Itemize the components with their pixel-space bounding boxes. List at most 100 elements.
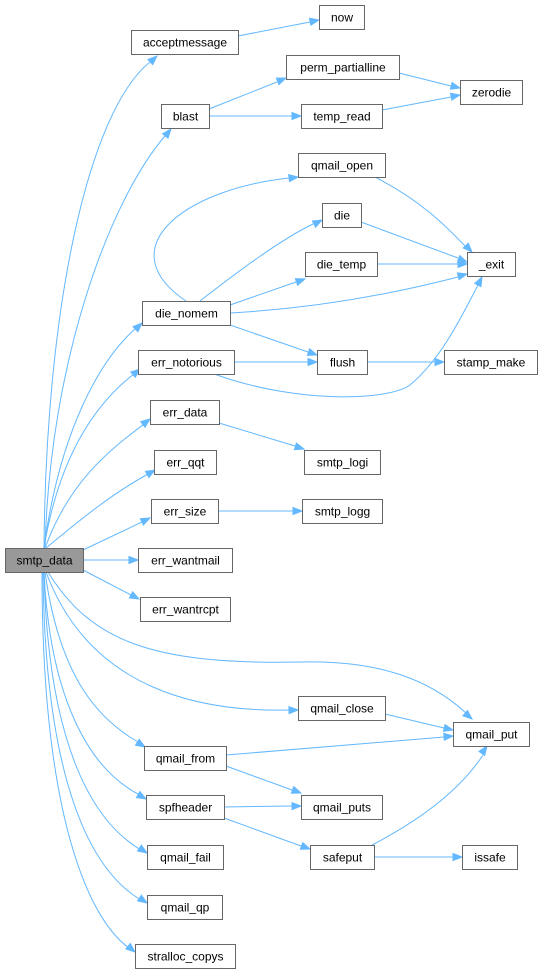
edge-line: [82, 569, 132, 596]
node-label: die_nomem: [155, 307, 218, 321]
node-box: [322, 203, 362, 228]
edge-die_nomem-to-die: [199, 219, 324, 302]
edge-die_nomem-to-flush: [229, 324, 319, 356]
node-err-data[interactable]: err_data: [150, 400, 220, 425]
node-label: die: [334, 209, 350, 223]
edge-arrowhead: [442, 723, 455, 732]
node-now[interactable]: now: [319, 5, 365, 30]
node-err-qqt[interactable]: err_qqt: [154, 450, 217, 475]
edge-qmail_from-to-qmail_puts: [225, 765, 303, 794]
node-label: err_notorious: [151, 356, 222, 370]
node-label: issafe: [474, 851, 506, 865]
node-label: err_wantrcpt: [152, 603, 219, 617]
node-die[interactable]: die: [322, 203, 362, 228]
edge-qmail_from-to-qmail_put: [225, 732, 455, 756]
edge-arrowhead: [473, 275, 483, 288]
node-box: [147, 895, 223, 920]
edge-line: [381, 96, 452, 111]
edge-line: [384, 713, 445, 729]
edge-line: [43, 571, 142, 851]
edge-line: [237, 21, 311, 37]
node-label: spfheader: [159, 801, 212, 815]
node-exit[interactable]: _exit: [467, 252, 516, 277]
node-box: [161, 104, 210, 129]
node-box: [140, 597, 231, 622]
node-issafe[interactable]: issafe: [462, 845, 518, 870]
node-blast[interactable]: blast: [161, 104, 210, 129]
edge-line: [153, 177, 290, 302]
edge-smtp_data-to-err_wantrcpt: [82, 569, 141, 600]
node-qmail-open[interactable]: qmail_open: [298, 153, 386, 178]
node-box: [142, 301, 231, 326]
node-box: [462, 845, 518, 870]
edge-line: [44, 423, 145, 549]
node-qmail-from[interactable]: qmail_from: [144, 746, 227, 771]
node-box: [310, 845, 375, 870]
node-safeput[interactable]: safeput: [310, 845, 375, 870]
node-flush[interactable]: flush: [317, 350, 368, 375]
node-box: [154, 450, 217, 475]
edge-line: [218, 422, 296, 447]
edge-line: [43, 373, 135, 549]
node-perm-partialline[interactable]: perm_partialline: [286, 55, 400, 80]
node-err-wantrcpt[interactable]: err_wantrcpt: [140, 597, 231, 622]
edge-line: [45, 571, 290, 711]
node-label: smtp_logg: [315, 505, 370, 519]
node-stralloc-copys[interactable]: stralloc_copys: [135, 944, 236, 969]
edge-err_notorious-to-_exit: [213, 275, 483, 398]
edge-arrowhead: [434, 357, 446, 367]
node-smtp-logi[interactable]: smtp_logi: [304, 450, 381, 475]
node-spfheader[interactable]: spfheader: [146, 795, 225, 820]
node-qmail-fail[interactable]: qmail_fail: [147, 845, 224, 870]
node-box: [138, 350, 235, 375]
edge-arrowhead: [293, 442, 306, 451]
edge-line: [360, 221, 459, 259]
node-label: err_data: [163, 406, 208, 420]
edge-smtp_data-to-acceptmessage: [43, 55, 159, 549]
node-label: temp_read: [313, 110, 370, 124]
node-qmail-put[interactable]: qmail_put: [453, 722, 530, 747]
edge-arrowhead: [452, 852, 464, 862]
node-qmail-puts[interactable]: qmail_puts: [301, 795, 383, 820]
node-box: [467, 252, 516, 277]
node-acceptmessage[interactable]: acceptmessage: [131, 30, 239, 55]
edge-arrowhead: [128, 590, 141, 600]
node-stamp-make[interactable]: stamp_make: [444, 350, 538, 375]
edge-die_nomem-to-die_temp: [229, 278, 307, 306]
edge-line: [371, 754, 484, 846]
node-die-nomem[interactable]: die_nomem: [142, 301, 231, 326]
edge-smtp_data-to-err_qqt: [45, 469, 157, 549]
edge-acceptmessage-to-now: [237, 17, 321, 37]
edge-arrowhead: [147, 55, 159, 66]
edge-smtp_data-to-die_nomem: [43, 322, 143, 549]
node-box: [131, 30, 239, 55]
edge-line: [41, 571, 130, 949]
edge-line: [44, 571, 139, 743]
edge-err_size-to-smtp_logg: [218, 506, 304, 516]
node-label: qmail_puts: [313, 801, 371, 815]
edge-arrowhead: [478, 744, 488, 757]
node-err-wantmail[interactable]: err_wantmail: [138, 548, 233, 573]
edge-arrowhead: [462, 242, 473, 253]
node-label: qmail_close: [310, 702, 374, 716]
edge-line: [42, 571, 142, 901]
node-err-size[interactable]: err_size: [151, 499, 219, 524]
node-qmail-close[interactable]: qmail_close: [298, 696, 386, 721]
edge-line: [229, 324, 309, 353]
node-qmail-qp[interactable]: qmail_qp: [147, 895, 223, 920]
edge-arrowhead: [288, 705, 300, 715]
node-smtp-logg[interactable]: smtp_logg: [302, 499, 383, 524]
node-box: [150, 400, 220, 425]
node-err-notorious[interactable]: err_notorious: [138, 350, 235, 375]
node-box: [286, 55, 400, 80]
edge-line: [229, 276, 459, 314]
node-zerodie[interactable]: zerodie: [460, 80, 523, 105]
edge-line: [208, 81, 278, 110]
node-smtp-data[interactable]: smtp_data: [5, 548, 84, 573]
edge-arrowhead: [449, 92, 462, 101]
node-temp-read[interactable]: temp_read: [301, 104, 383, 129]
edge-arrowhead: [306, 347, 319, 356]
node-label: flush: [330, 356, 355, 370]
node-die-temp[interactable]: die_temp: [305, 252, 378, 277]
